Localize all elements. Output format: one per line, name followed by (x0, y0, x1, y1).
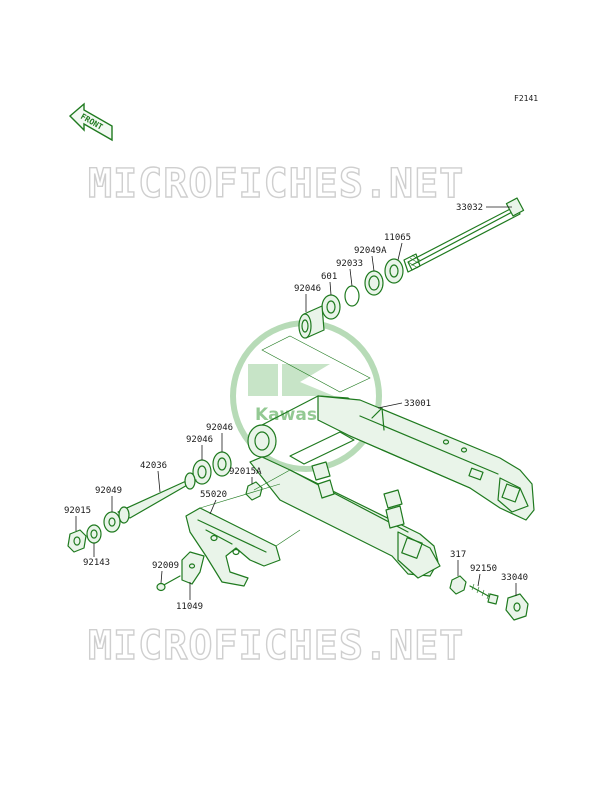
svg-text:33040: 33040 (501, 573, 528, 583)
part-label-92143: 92143 (83, 543, 110, 568)
part-label-601: 601 (321, 272, 337, 296)
svg-text:92046: 92046 (186, 435, 213, 445)
svg-text:92046: 92046 (206, 423, 233, 433)
part-label-92049a: 92049A (354, 246, 387, 272)
svg-text:92015A: 92015A (229, 467, 262, 477)
part-label-92046-a: 92046 (206, 423, 233, 452)
svg-text:317: 317 (450, 550, 466, 560)
svg-text:11065: 11065 (384, 233, 411, 243)
part-label-55020: 55020 (200, 490, 227, 515)
svg-text:92015: 92015 (64, 506, 91, 516)
svg-text:92009: 92009 (152, 561, 179, 571)
part-label-11065: 11065 (384, 233, 411, 261)
collar-11065 (384, 258, 404, 284)
part-label-92049: 92049 (95, 486, 122, 512)
svg-text:601: 601 (321, 272, 337, 282)
circlip-92033 (344, 285, 360, 307)
part-label-92150: 92150 (470, 564, 497, 587)
part-label-92046-top: 92046 (294, 284, 321, 312)
nut-92015 (67, 529, 87, 553)
svg-text:33032: 33032 (456, 203, 483, 213)
part-label-42036: 42036 (140, 461, 167, 493)
part-label-92015: 92015 (64, 506, 91, 531)
svg-text:92143: 92143 (83, 558, 110, 568)
chain-guide (185, 507, 281, 587)
pivot-shaft (403, 197, 525, 273)
svg-text:92033: 92033 (336, 259, 363, 269)
svg-text:11049: 11049 (176, 602, 203, 612)
svg-text:92046: 92046 (294, 284, 321, 294)
svg-text:33001: 33001 (404, 399, 431, 409)
part-label-92015a: 92015A (229, 467, 262, 484)
bearing-601 (321, 294, 341, 320)
part-label-317: 317 (450, 550, 466, 576)
nut-92015a (245, 481, 263, 501)
needle-bearing-92046-top (298, 305, 325, 339)
sleeve-42036 (117, 472, 197, 524)
watermark-top: MICROFICHES.NET (88, 161, 464, 207)
part-label-33040: 33040 (501, 573, 528, 596)
nut-317 (449, 575, 467, 595)
part-label-92033: 92033 (336, 259, 363, 287)
bolt-92009 (156, 575, 181, 592)
svg-text:42036: 42036 (140, 461, 167, 471)
needle-bearing-92046-b (192, 459, 212, 485)
needle-bearing-92046-a (212, 451, 232, 477)
cap-92143 (86, 524, 102, 544)
svg-text:92150: 92150 (470, 564, 497, 574)
front-arrow-icon: FRONT (68, 102, 113, 142)
part-label-11049: 11049 (176, 582, 203, 612)
bracket-11049 (181, 551, 205, 585)
block-33040 (505, 593, 529, 621)
part-label-92009: 92009 (152, 561, 179, 584)
watermark-bottom: MICROFICHES.NET (88, 623, 464, 669)
part-label-92046-b: 92046 (186, 435, 213, 460)
svg-text:92049A: 92049A (354, 246, 387, 256)
bolt-92150 (469, 583, 499, 605)
seal-92049a (364, 270, 384, 296)
part-label-33032: 33032 (456, 203, 512, 213)
part-label-33001: 33001 (377, 399, 431, 409)
collar-92049 (103, 511, 121, 533)
svg-text:55020: 55020 (200, 490, 227, 500)
svg-text:92049: 92049 (95, 486, 122, 496)
diagram-code: F2141 (514, 94, 538, 103)
swingarm (247, 395, 535, 579)
